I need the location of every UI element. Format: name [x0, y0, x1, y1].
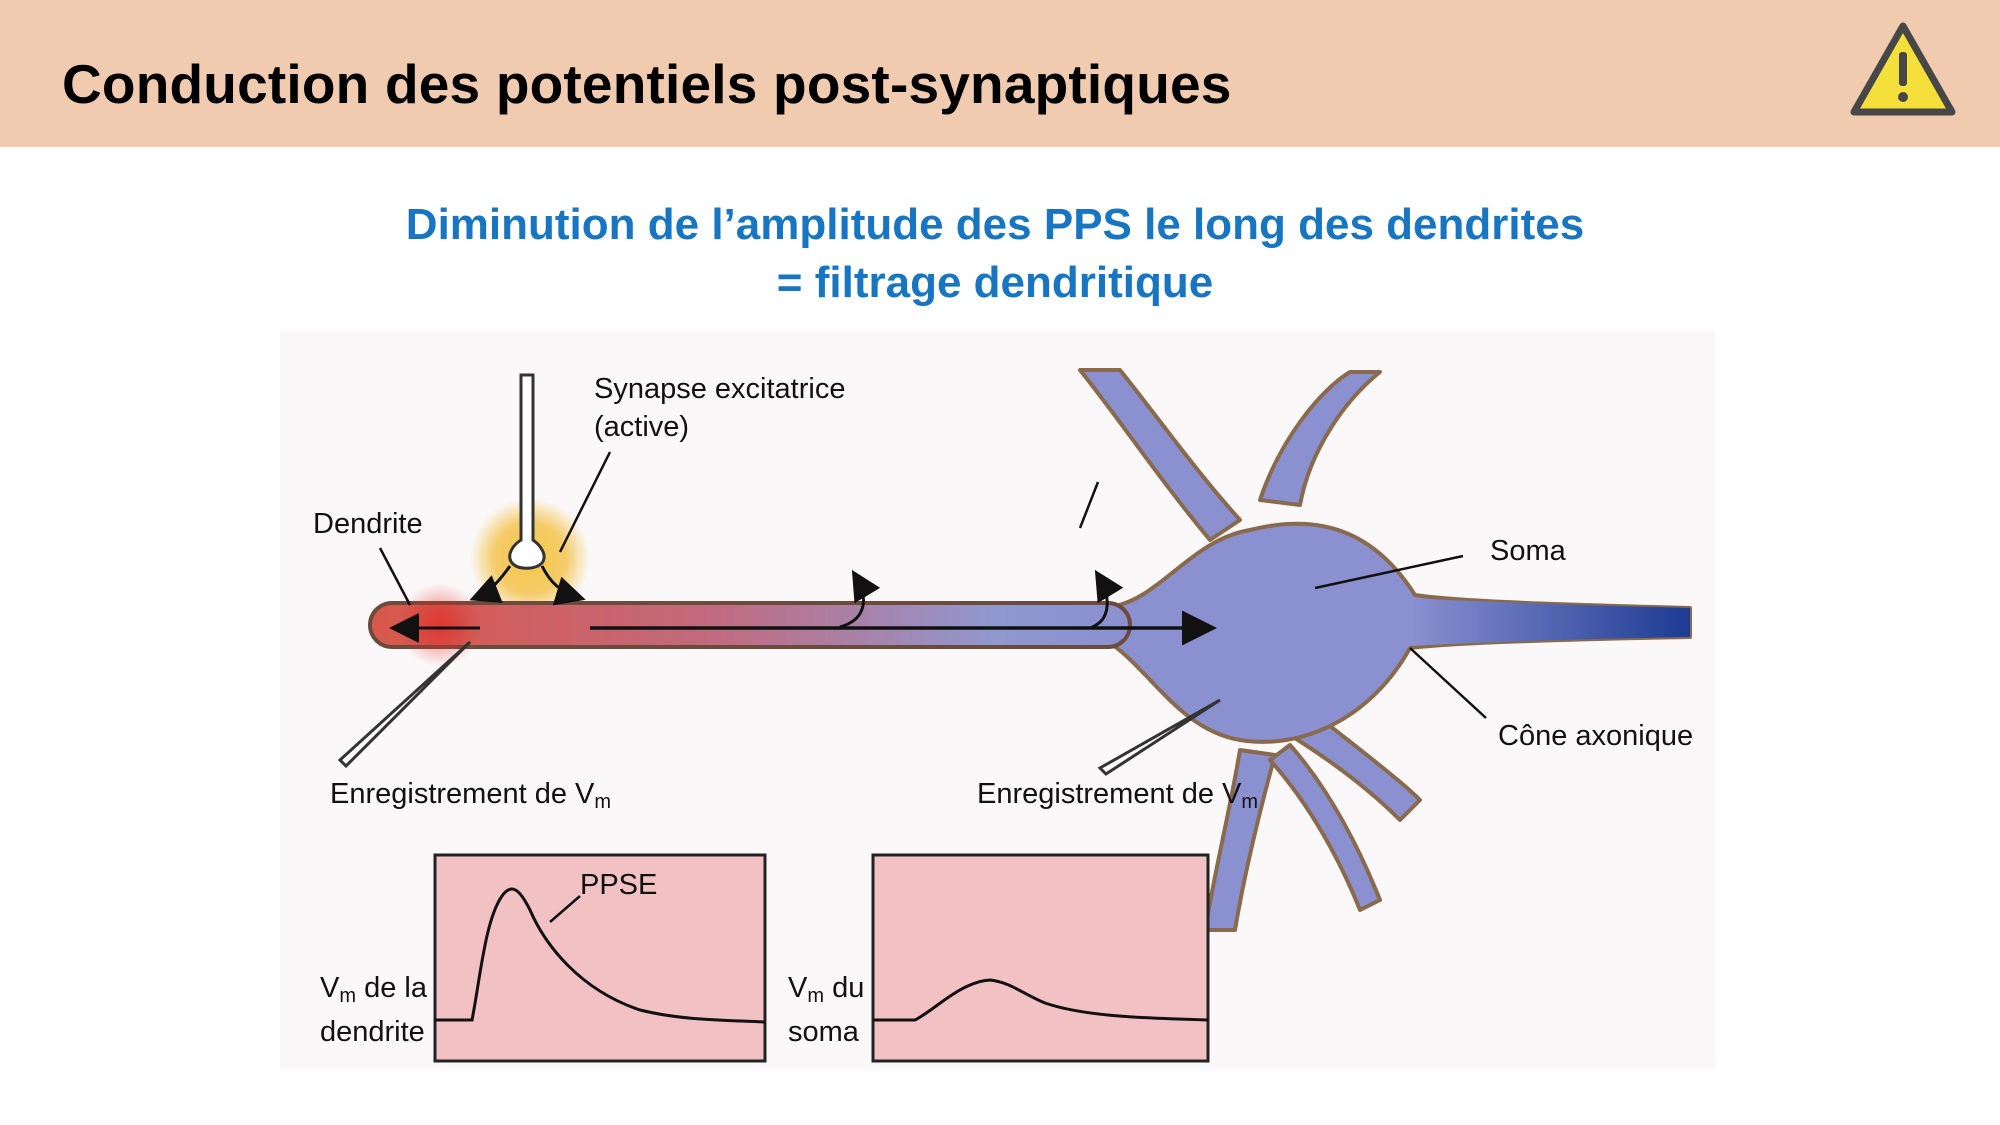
- subtitle-line-1: Diminution de l’amplitude des PPS le lon…: [405, 200, 1585, 249]
- neuron-diagram: Synapse excitatrice (active) Dendrite So…: [280, 330, 1715, 1070]
- recording-soma-text: Enregistrement de V: [977, 778, 1242, 810]
- warning-icon: [1850, 22, 1956, 116]
- soma-trace-suffix: du: [832, 972, 865, 1004]
- soma-trace-label-line-2: soma: [788, 1016, 859, 1048]
- soma-label: Soma: [1490, 535, 1566, 567]
- dendrite-epsp-trace: [435, 887, 766, 1024]
- dendrite-label: Dendrite: [313, 508, 423, 540]
- dendrite-trace-suffix: de la: [364, 972, 427, 1004]
- slide-subtitle: Diminution de l’amplitude des PPS le lon…: [0, 196, 1990, 312]
- dendrite-trace-subscript: m: [339, 985, 357, 1007]
- leader-lines: [378, 451, 1487, 719]
- recording-dendrite-label: Enregistrement de Vm: [330, 775, 611, 821]
- dendrite: [368, 583, 1132, 667]
- recording-soma-subscript: m: [1241, 791, 1259, 813]
- dendrite-trace-label-line-1: Vm de la: [320, 972, 427, 1007]
- recording-dendrite-subscript: m: [594, 791, 612, 813]
- dendrite-trace-label: Vm de la dendrite: [320, 970, 427, 1050]
- header-bar: Conduction des potentiels post-synaptiqu…: [0, 0, 2000, 147]
- ppse-leader-line: [549, 895, 581, 923]
- soma-trace-label-line-1: Vm du: [788, 972, 865, 1007]
- axon-hillock-label: Cône axonique: [1498, 720, 1694, 752]
- soma-trace-label: Vm du soma: [788, 970, 864, 1050]
- dendrite-trace-panel: [433, 853, 767, 1063]
- synapse-label-line-2: (active): [594, 411, 690, 443]
- axon: [1410, 598, 1690, 646]
- soma-trace-subscript: m: [807, 985, 825, 1007]
- current-arrows: [389, 565, 1217, 646]
- synapse-label-line-1: Synapse excitatrice: [594, 373, 846, 405]
- soma-epsp-trace: [873, 978, 1209, 1022]
- subtitle-line-2: = filtrage dendritique: [776, 258, 1214, 307]
- recording-electrodes: [337, 640, 1221, 776]
- dendrite-trace-label-line-2: dendrite: [320, 1016, 425, 1048]
- synapse-label: Synapse excitatrice (active): [594, 370, 845, 446]
- page-title: Conduction des potentiels post-synaptiqu…: [62, 53, 1232, 115]
- ppse-label: PPSE: [580, 869, 658, 901]
- synapse-terminal: [508, 373, 546, 570]
- neuron-diagram-drawing: [280, 330, 1715, 1070]
- soma-trace-panel: [871, 853, 1210, 1063]
- soma: [1078, 368, 1692, 932]
- recording-dendrite-text: Enregistrement de V: [330, 778, 595, 810]
- recording-soma-label: Enregistrement de Vm: [977, 775, 1258, 821]
